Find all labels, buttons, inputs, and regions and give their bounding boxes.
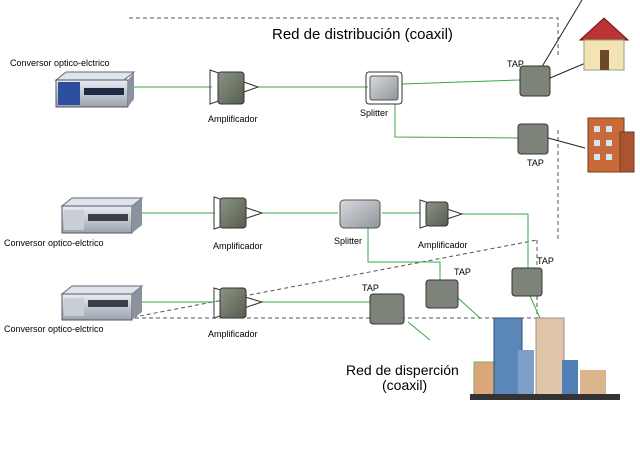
coax-cables: [128, 79, 541, 341]
tap-label-2: TAP: [527, 158, 544, 168]
amplifier-1: [209, 69, 260, 105]
tap-label-3: TAP: [537, 256, 554, 266]
dispersion-title-line1: Red de disperción: [346, 362, 459, 378]
tap-4: [425, 279, 459, 309]
tap-1: [519, 65, 551, 97]
converter-rack-3: [60, 285, 144, 321]
splitter-label-2: Splitter: [334, 236, 362, 246]
house-icon: [578, 17, 630, 71]
tap-3: [511, 267, 543, 297]
amplifier-label-2: Amplificador: [213, 241, 263, 251]
apartment-building-icon: [587, 117, 635, 173]
amplifier-4: [213, 287, 264, 319]
amplifier-2: [213, 196, 264, 230]
drop-lines: [539, 0, 589, 149]
splitter-label-1: Splitter: [360, 108, 388, 118]
converter-label-2: Conversor optico-elctrico: [4, 238, 104, 248]
city-skyline-icon: [470, 317, 620, 400]
splitter-1: [365, 71, 403, 105]
tap-label-1: TAP: [507, 59, 524, 69]
tap-label-4: TAP: [454, 267, 471, 277]
converter-rack-2: [60, 197, 144, 234]
converter-label-1: Conversor optico-elctrico: [10, 58, 110, 68]
amplifier-label-1: Amplificador: [208, 114, 258, 124]
distribution-title: Red de distribución (coaxil): [272, 26, 453, 43]
dispersion-title-line2: (coaxil): [382, 377, 427, 393]
tap-2: [517, 123, 549, 155]
distribution-boundary: [128, 17, 559, 319]
amplifier-3: [419, 199, 464, 229]
amplifier-label-3: Amplificador: [418, 240, 468, 250]
splitter-2: [339, 199, 381, 229]
converter-rack-1: [54, 71, 136, 108]
amplifier-label-4: Amplificador: [208, 329, 258, 339]
tap-label-5: TAP: [362, 283, 379, 293]
tap-5: [369, 293, 405, 325]
converter-label-3: Conversor optico-elctrico: [4, 324, 104, 334]
